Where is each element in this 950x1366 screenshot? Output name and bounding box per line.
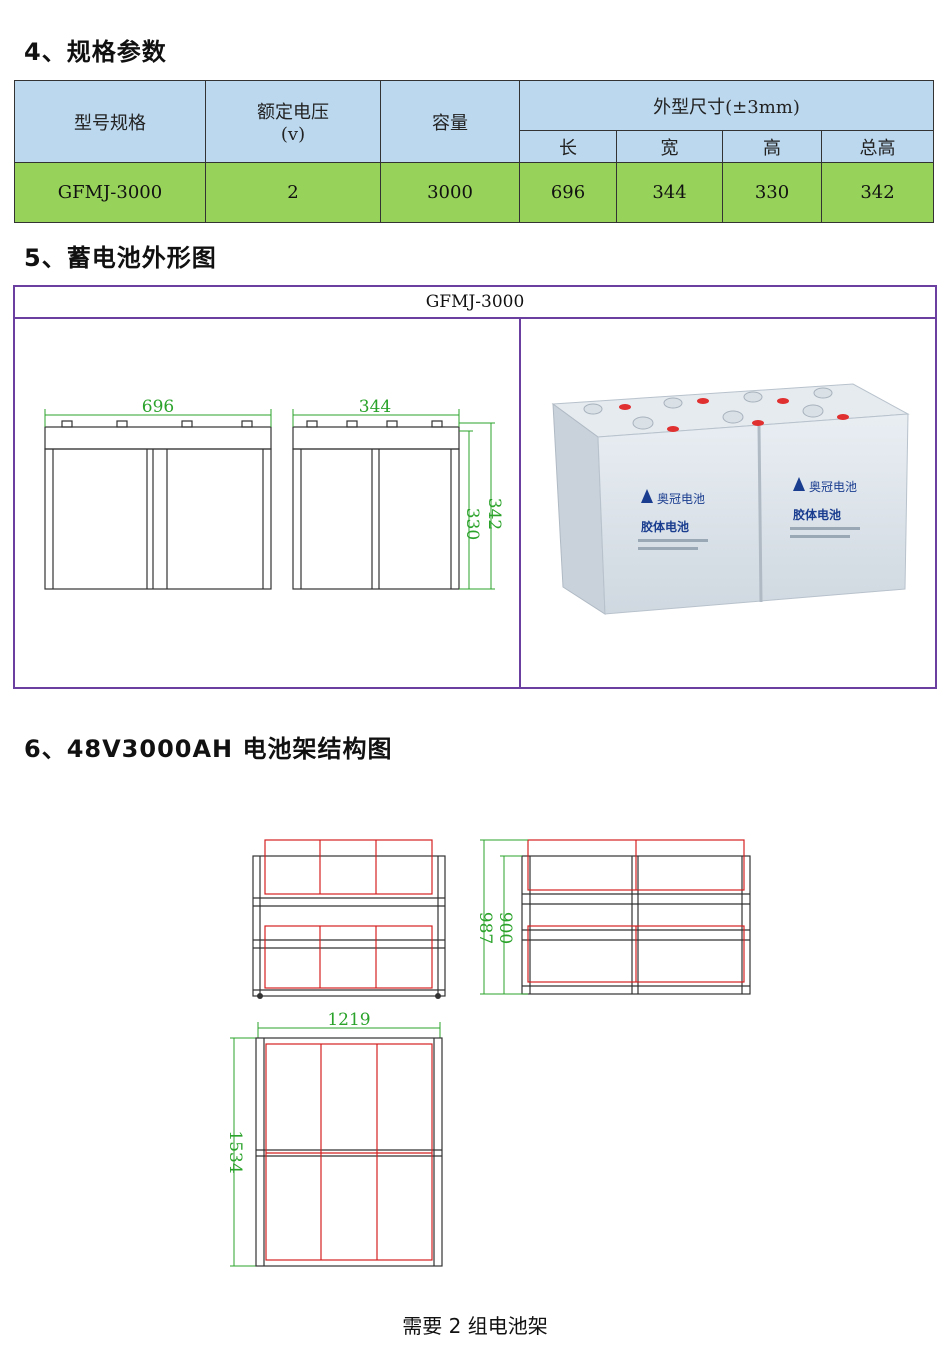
header-height: 高 <box>722 130 822 163</box>
dimension-height-label: 330 <box>462 508 482 540</box>
rack-dimension-depth: 1534 <box>225 1130 245 1173</box>
battery-side-view <box>292 420 460 590</box>
header-dimensions: 外型尺寸(±3mm) <box>519 80 934 131</box>
cell-length: 696 <box>519 162 617 223</box>
battery-front-view <box>44 420 272 590</box>
cell-capacity: 3000 <box>380 162 520 223</box>
battery-drawing: 696 344 330 342 <box>44 397 504 590</box>
dimension-height-lines <box>459 422 495 590</box>
rack-dimension-height: 900 <box>495 912 515 944</box>
dimension-length-line <box>44 409 272 427</box>
photo-type-left: 胶体电池 <box>641 519 689 534</box>
photo-label-right: 奥冠电池 胶体电池 <box>790 477 860 538</box>
frame-divider <box>519 317 521 687</box>
dimension-length-label: 696 <box>142 397 174 417</box>
cell-total-height: 342 <box>821 162 934 223</box>
dimension-width-label: 344 <box>359 397 391 417</box>
rack-top-view: 1219 1534 <box>225 1010 443 1267</box>
section-5-heading: 5、蓄电池外形图 <box>24 244 217 272</box>
rack-front-view <box>252 839 446 999</box>
header-voltage: 额定电压 (v) <box>205 80 381 163</box>
rack-dimension-width: 1219 <box>327 1010 370 1030</box>
photo-brand-left: 奥冠电池 <box>657 492 705 506</box>
cell-width: 344 <box>616 162 723 223</box>
header-width: 宽 <box>616 130 723 163</box>
photo-brand-right: 奥冠电池 <box>809 480 857 494</box>
spec-table: 型号规格 额定电压 (v) 容量 外型尺寸(±3mm) 长 宽 高 总高 GFM… <box>14 80 934 223</box>
rack-caption: 需要 2 组电池架 <box>402 1314 548 1338</box>
header-model: 型号规格 <box>14 80 206 163</box>
photo-label-left: 奥冠电池 胶体电池 <box>638 489 708 550</box>
header-total-height: 总高 <box>821 130 934 163</box>
rack-side-view: 987 900 <box>475 839 751 995</box>
header-voltage-unit: (v) <box>280 124 306 145</box>
cell-model: GFMJ-3000 <box>14 162 206 223</box>
outline-model-title: GFMJ-3000 <box>15 287 935 319</box>
outline-frame: GFMJ-3000 696 <box>13 285 937 689</box>
rack-drawing: 987 900 1219 1534 <box>225 839 751 1267</box>
rack-dimension-height-total: 987 <box>475 912 495 944</box>
table-row: GFMJ-3000 2 3000 696 344 330 342 <box>14 162 934 223</box>
dimension-total-height-label: 342 <box>484 498 504 530</box>
battery-photo: 奥冠电池 胶体电池 奥冠电池 胶体电池 <box>551 383 910 615</box>
section-4-heading: 4、规格参数 <box>24 38 167 66</box>
header-capacity: 容量 <box>380 80 520 163</box>
photo-type-right: 胶体电池 <box>793 507 841 522</box>
dimension-width-line <box>292 409 460 427</box>
header-voltage-label: 额定电压 <box>257 102 329 123</box>
header-length: 长 <box>519 130 617 163</box>
cell-height: 330 <box>722 162 822 223</box>
section-6-heading: 6、48V3000AH 电池架结构图 <box>24 735 393 763</box>
cell-voltage: 2 <box>205 162 381 223</box>
